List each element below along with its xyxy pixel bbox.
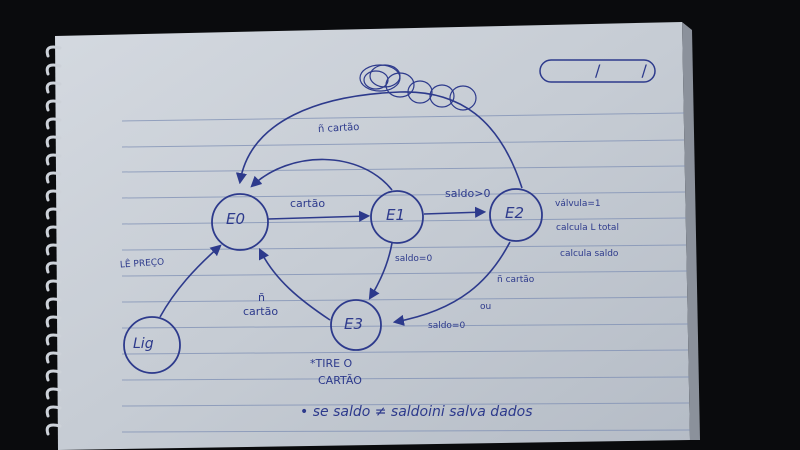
state-e1-label: E1	[386, 206, 406, 224]
state-circles	[123, 188, 543, 374]
state-e2-label: E2	[505, 204, 525, 222]
state-e2	[489, 188, 543, 242]
arrow-e0-e1	[267, 210, 371, 222]
arrow-e2-e0-top	[235, 91, 523, 189]
e2-action-calcula-total: calcula L total	[556, 223, 619, 233]
e2-action-valvula: válvula=1	[555, 199, 601, 209]
transition-saldo-gt-0-label: saldo>0	[445, 187, 491, 200]
scribble	[359, 64, 477, 111]
arrow-e1-e2	[423, 206, 487, 218]
transition-n-label: ñ	[258, 291, 265, 304]
ruled-lines	[121, 112, 691, 433]
transition-cartao-label: cartão	[290, 197, 326, 210]
transition-ou-label: ou	[480, 302, 492, 312]
state-e3	[330, 299, 382, 351]
date-box-marks: / /	[595, 61, 665, 80]
arrow-e1-e0-top	[250, 158, 393, 191]
e2-action-calcula-saldo: calcula saldo	[560, 249, 619, 259]
e2-action-n-cartao: ñ cartão	[497, 275, 535, 285]
transition-saldo-eq-0-label: saldo=0	[395, 254, 433, 264]
footnote: • se saldo ≠ saldoini salva dados	[300, 404, 533, 420]
state-e3-label: E3	[344, 315, 364, 333]
transition-arrows	[159, 91, 523, 326]
state-e0	[211, 193, 269, 251]
arrow-e2-e3	[392, 241, 511, 326]
state-e0-label: E0	[226, 210, 246, 228]
state-e1	[370, 190, 424, 244]
arrow-e3-e0	[258, 247, 331, 321]
page-shadow-edge	[682, 22, 700, 440]
e3-output-line2: CARTÃO	[318, 374, 362, 387]
state-lig-label: Lig	[133, 336, 154, 352]
transition-e2-saldo-eq-0-label: saldo=0	[428, 321, 466, 331]
state-lig	[123, 316, 181, 374]
arrow-lig-e0	[159, 244, 222, 318]
notebook-page	[55, 22, 690, 450]
spiral-binding	[45, 45, 62, 436]
e3-output-line1: *TIRE O	[310, 357, 353, 370]
arrow-e1-e3	[368, 242, 393, 300]
date-box	[539, 59, 656, 83]
transition-n-cartao-label: cartão	[243, 305, 279, 318]
